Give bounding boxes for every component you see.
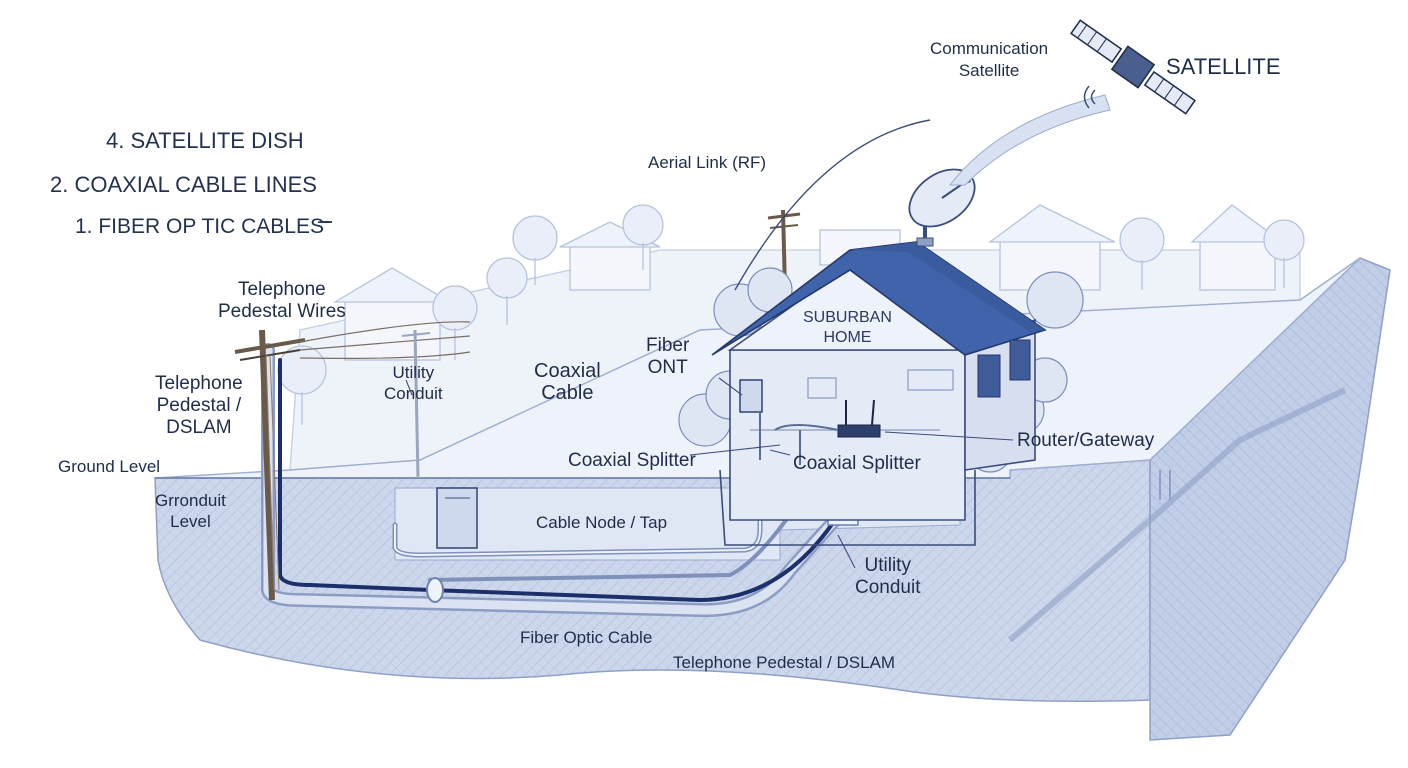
- legend-item-fiber-optic-cables: 1. FIBER OP TIC CABLES: [75, 215, 324, 238]
- label-router-gateway: Router/Gateway: [1017, 430, 1155, 451]
- label-communication-satellite: Communication Satellite: [930, 39, 1049, 80]
- label-coaxial-splitter-right: Coaxial Splitter: [793, 453, 921, 474]
- satellite-icon: [1070, 19, 1196, 115]
- label-coaxial-splitter-left: Coaxial Splitter: [568, 450, 696, 471]
- aerial-link-arc: [734, 119, 931, 291]
- cable-node-box: [436, 487, 478, 549]
- utility-pole: [234, 209, 801, 601]
- label-cable-node-tap: Cable Node / Tap: [536, 513, 668, 532]
- satellite-signal: [948, 85, 1111, 186]
- label-telephone-pedestal-wires: Telephone Pedestal Wires: [218, 279, 346, 322]
- label-telephone-pedestal-dslam: Telephone Pedestal / DSLAM: [155, 373, 243, 438]
- label-suburban-home: SUBURBAN HOME: [803, 309, 892, 346]
- label-utility-conduit-upper: Utility Conduit: [384, 363, 443, 403]
- legend-dash: –: [318, 208, 331, 233]
- label-fiber-ont: Fiber ONT: [646, 335, 690, 378]
- label-ground-level: Ground Level: [58, 457, 161, 476]
- label-satellite: SATELLITE: [1166, 54, 1281, 79]
- label-grronduit-level: Grronduit Level: [155, 491, 226, 531]
- label-fiber-optic-cable: Fiber Optic Cable: [520, 628, 653, 647]
- legend-item-coaxial-cable-lines: 2. COAXIAL CABLE LINES: [50, 172, 317, 197]
- suburban-house: [678, 215, 1084, 546]
- label-coaxial-cable: Coaxial Cable: [534, 360, 601, 404]
- legend-item-satellite-dish: 4. SATELLITE DISH: [106, 128, 304, 153]
- label-telephone-pedestal-dslam-lower: Telephone Pedestal / DSLAM: [673, 653, 896, 672]
- label-utility-conduit-lower: Utility Conduit: [855, 555, 921, 598]
- label-aerial-link: Aerial Link (RF): [648, 153, 767, 172]
- leader-lines: [322, 221, 1014, 569]
